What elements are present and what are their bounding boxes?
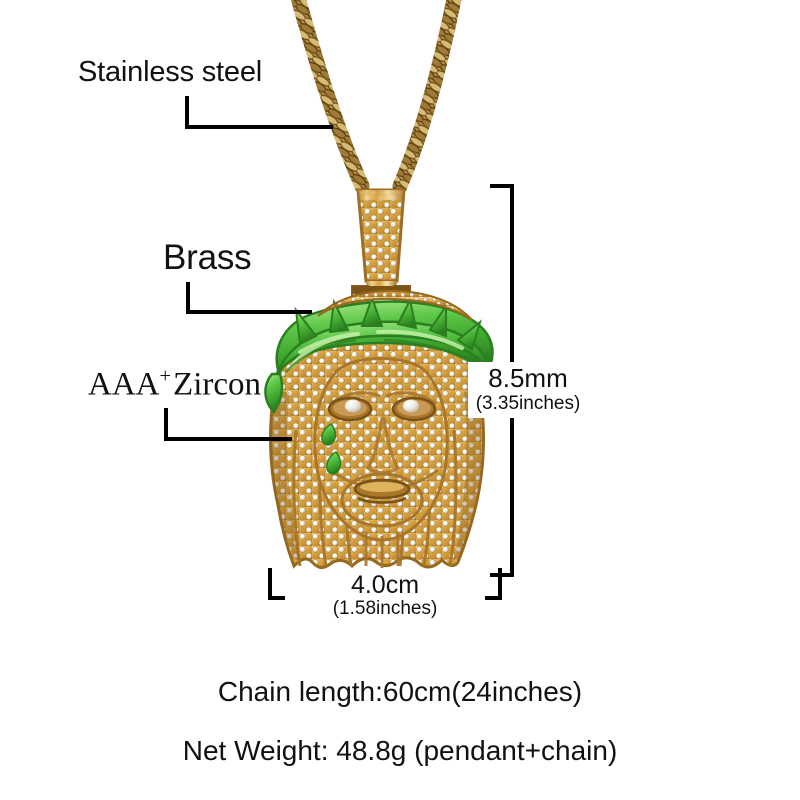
width-dimension-cap-left [268, 568, 272, 600]
annotation-label-zircon: AAA+Zircon [88, 366, 261, 402]
height-dimension-cap-top [490, 184, 514, 188]
width-dimension-cap-right [498, 568, 502, 600]
leader-line-stainless-steel-horizontal [185, 125, 333, 129]
height-value-inches: (3.35inches) [475, 393, 581, 415]
necklace-chain [290, 0, 462, 194]
pendant-teardrops [321, 423, 342, 475]
height-value-mm: 8.5mm [488, 363, 568, 393]
annotation-label-stainless-steel: Stainless steel [78, 56, 262, 88]
height-dimension-cap-bottom [490, 573, 514, 577]
zircon-material-text: Zircon [173, 366, 261, 403]
pendant-bail [351, 188, 411, 307]
height-dimension-label: 8.5mm (3.35inches) [468, 362, 588, 419]
zircon-plus-superscript: + [159, 365, 172, 387]
zircon-grade-text: AAA [88, 366, 160, 403]
width-value-cm: 4.0cm [350, 571, 420, 599]
leader-line-brass-horizontal [186, 310, 312, 314]
leader-line-zircon-vertical [164, 408, 168, 441]
leader-line-stainless-steel-vertical [185, 96, 189, 129]
pendant-mouth [340, 472, 424, 528]
pendant-eyes [327, 396, 437, 422]
leader-line-zircon-horizontal [164, 437, 292, 441]
leader-line-brass-vertical [186, 282, 190, 314]
crown-of-thorns [264, 295, 500, 414]
width-value-inches: (1.58inches) [332, 598, 438, 620]
jesus-face-pendant [264, 289, 500, 570]
chain-length-text: Chain length:60cm(24inches) [217, 676, 583, 707]
width-dimension-label: 4.0cm (1.58inches) [285, 570, 485, 622]
annotation-label-brass: Brass [163, 238, 252, 277]
net-weight-text: Net Weight: 48.8g (pendant+chain) [182, 735, 618, 766]
